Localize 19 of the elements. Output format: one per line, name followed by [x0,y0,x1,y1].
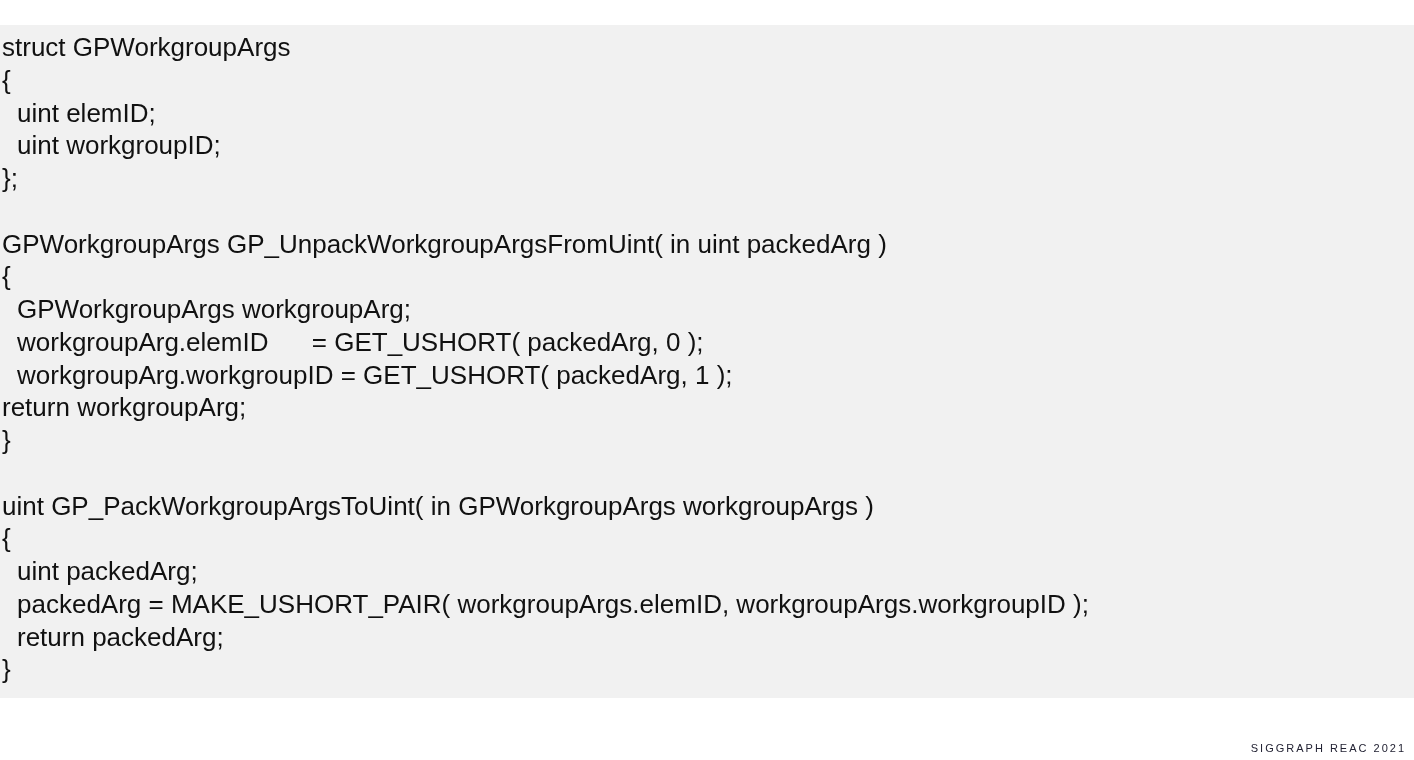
code-line: uint GP_PackWorkgroupArgsToUint( in GPWorkgroupArgs workgroupArgs ) [2,489,874,522]
code-line: GPWorkgroupArgs workgroupArg; [17,293,411,325]
code-line: return packedArg; [17,620,224,653]
code-line: uint elemID; [17,96,156,129]
code-line: } [2,653,11,686]
code-line: workgroupArg.elemID = GET_USHORT( packedArg, 0 ); [17,325,704,358]
code-line: { [2,522,11,555]
code-line: }; [2,162,18,194]
code-line: } [2,424,11,456]
code-line: { [2,260,11,293]
code-line: uint packedArg; [17,555,198,587]
code-line: workgroupArg.workgroupID = GET_USHORT( packedArg, 1 ); [17,358,733,391]
code-line: uint workgroupID; [17,129,221,162]
code-line: struct GPWorkgroupArgs [2,31,291,63]
code-line: return workgroupArg; [2,391,247,424]
code-line: packedArg = MAKE_USHORT_PAIR( workgroupArgs.elemID, workgroupArgs.workgroupID ); [17,587,1089,620]
code-line: { [2,63,11,96]
footer-text: SIGGRAPH REAC 2021 [1250,742,1406,754]
code-line: GPWorkgroupArgs GP_UnpackWorkgroupArgsFromUint( in uint packedArg ) [2,227,887,260]
